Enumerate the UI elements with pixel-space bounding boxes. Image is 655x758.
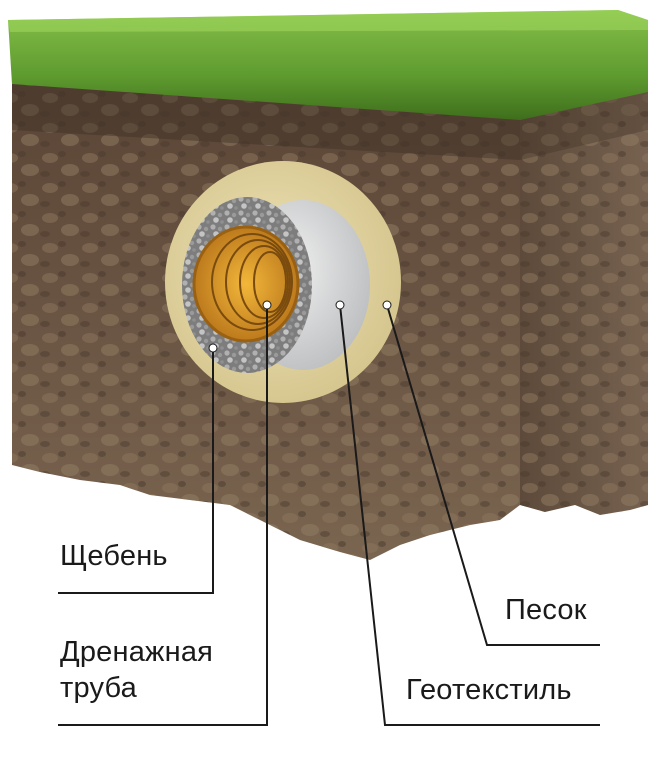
sand-leader xyxy=(382,300,600,646)
drain-pipe-label-line2: труба xyxy=(60,672,137,704)
drain-pipe-leader xyxy=(58,300,272,726)
crushed-stone-leader xyxy=(58,343,218,594)
crushed-stone-label: Щебень xyxy=(60,540,168,572)
sand-label: Песок xyxy=(505,594,587,626)
drain-pipe xyxy=(192,225,300,343)
geotextile-leader xyxy=(335,300,600,726)
drain-pipe-label-line1: Дренажная xyxy=(60,636,214,668)
drain-pipe-label: Дренажная труба xyxy=(60,634,280,706)
grass-layer xyxy=(8,10,648,120)
geotextile-label: Геотекстиль xyxy=(406,674,572,706)
